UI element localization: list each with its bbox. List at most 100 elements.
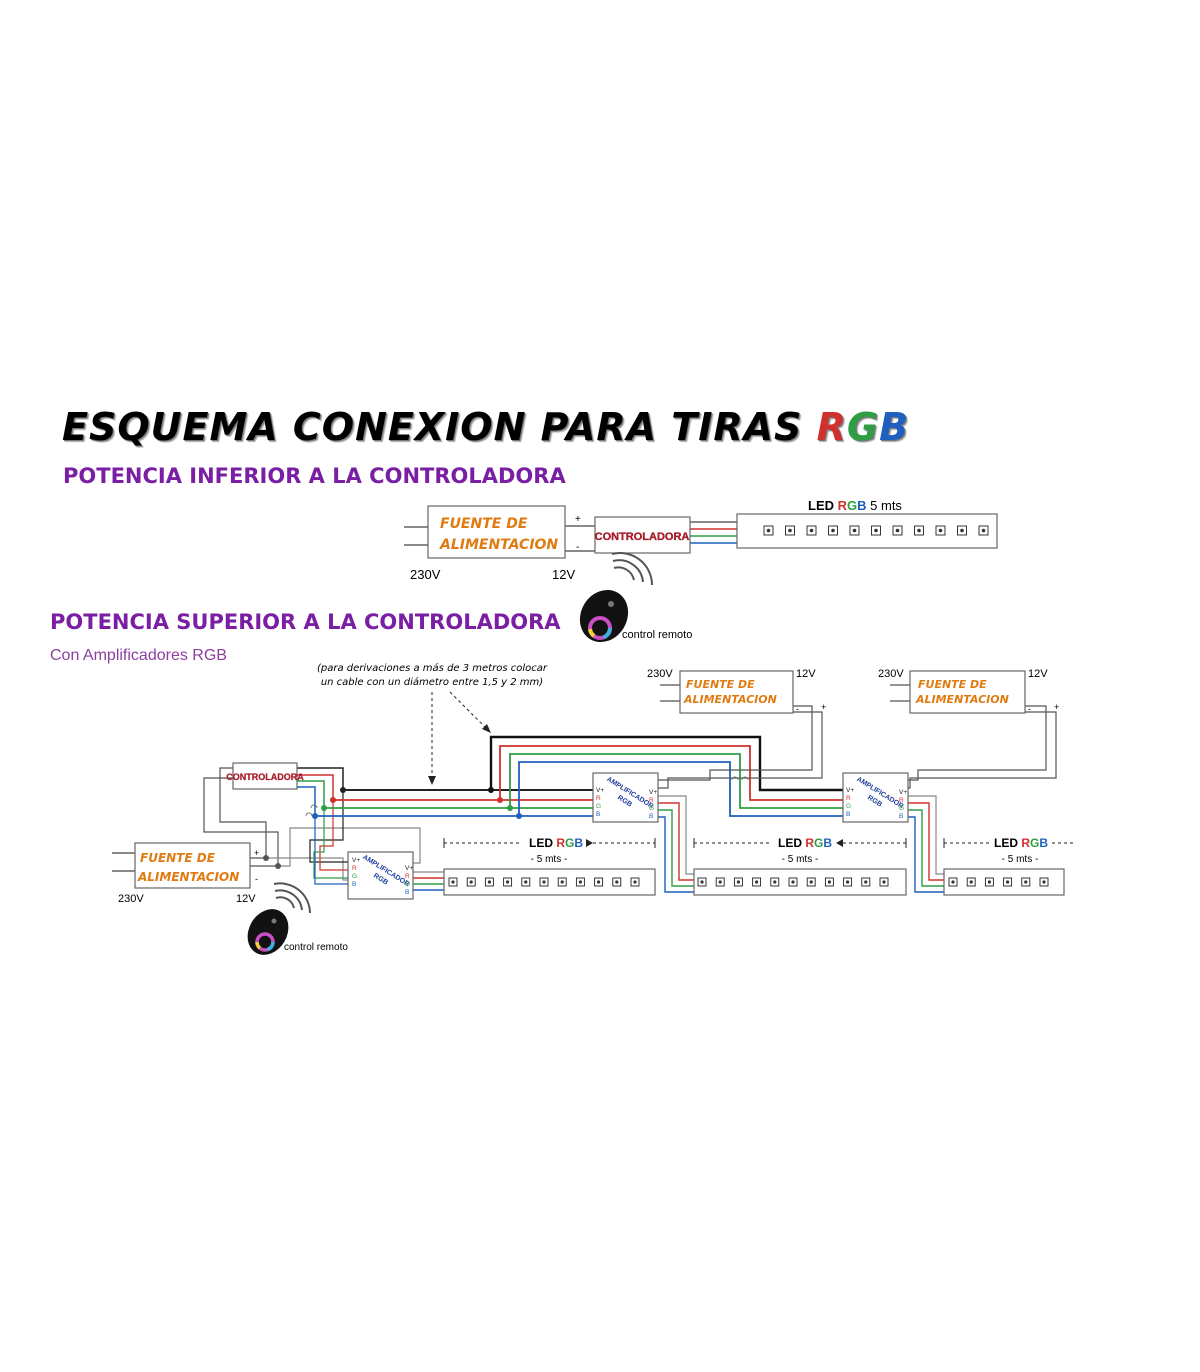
led-dot [788,528,792,533]
led-dot [736,880,741,884]
remote-control [579,551,653,643]
amplifier-terminal-label: R [405,873,410,880]
amplifier-terminal-label: G [405,881,410,888]
led-strip-length: - 5 mts - [531,854,568,865]
led-dot [791,880,795,884]
amplifier-terminal-label: V+ [899,789,907,796]
power-supply-label: FUENTE DE [918,678,987,691]
controller-main: CONTROLADORA [226,762,304,790]
input-voltage-label: 230V [647,668,673,680]
led-dot [981,528,986,533]
led-dot [846,880,850,884]
led-dot [874,528,878,533]
led-dot [895,528,900,533]
amplifier-terminal-label: G [899,805,904,812]
led-dot [597,880,601,884]
signal-waves-icon [273,882,311,914]
led-dot [827,880,832,884]
led-dot [951,880,955,884]
amplifier-terminal-label: V+ [649,789,657,796]
plus-terminal: + [821,702,826,712]
plus-terminal: + [575,514,581,525]
power-supply-top: FUENTE DE ALIMENTACION [427,505,566,559]
minus-terminal: - [796,704,799,714]
led-strip-top [736,513,998,549]
led-strip-title: LED RGB [778,836,832,850]
led-dot [938,528,943,533]
amplifier-1: AMPLIFICADOR RGB [347,851,414,900]
amplifier-terminal-label: R [596,795,601,802]
amplifier-terminal-label: B [899,813,903,820]
led-dot [542,880,546,884]
minus-terminal: - [576,542,579,553]
output-voltage-label: 12V [1028,668,1048,680]
strip-length-ticks [443,838,945,848]
led-dot [969,880,973,884]
amplifier-terminal-label: R [352,865,357,872]
led-strip-2 [693,868,907,896]
led-strip-1 [443,868,656,896]
led-dot [578,880,583,884]
controller-top: CONTROLADORA [594,516,691,554]
led-dot [506,880,510,884]
amplifier-terminal-label: V+ [405,865,413,872]
plus-terminal: + [254,848,259,858]
signal-waves-icon [611,551,653,586]
note-arrows [431,691,489,780]
amplifier-terminal-label: B [649,813,653,820]
junction-dots [263,787,522,869]
strip-length-arrowheads [586,839,843,847]
amplifier-terminal-label: V+ [352,857,360,864]
power-supply-label: ALIMENTACION [683,693,777,706]
led-dot [766,528,771,533]
led-dot [773,880,777,884]
section-title-inferior: POTENCIA INFERIOR A LA CONTROLADORA [63,464,566,488]
led-dot [987,880,992,884]
led-dot [633,880,637,884]
amplifier-terminal-label: V+ [596,787,604,794]
power-supply-amp2: FUENTE DE ALIMENTACION [679,670,794,714]
led-dot [615,880,619,884]
controller-label: CONTROLADORA [226,772,304,782]
minus-terminal: - [255,874,258,884]
led-dot [831,528,835,533]
minus-terminal: - [1028,704,1031,714]
remote-control [247,882,311,955]
power-supply-amp3: FUENTE DE ALIMENTACION [909,670,1026,714]
schematic-inferior [404,521,737,552]
remote-control-label: control remoto [284,942,348,953]
amplifier-terminal-label: G [649,805,654,812]
controller-label: CONTROLADORA [595,531,690,543]
amplifier-terminal-label: G [596,803,601,810]
input-voltage-label: 230V [410,567,441,582]
amplifier-terminal-label: R [649,797,654,804]
power-supply-label: ALIMENTACION [439,537,558,553]
led-dot [809,880,813,884]
led-dot [469,880,473,884]
led-dot [700,880,704,884]
led-strip-length: - 5 mts - [782,854,819,865]
led-dot [451,880,455,884]
plus-terminal: + [1054,702,1059,712]
led-dot [864,880,868,884]
led-strip-title: LED RGB [529,836,583,850]
schematic-superior [112,684,1057,893]
page-title: ESQUEMA CONEXION PARA TIRAS RGB [62,405,910,449]
led-dot [917,528,921,533]
led-dot [560,880,564,884]
led-dot [809,528,814,533]
led-strip-title: LED RGB [994,836,1048,850]
led-dot [524,880,528,884]
power-supply-main: FUENTE DE ALIMENTACION [134,842,251,889]
led-strip-3 [943,868,1065,896]
led-dot [1006,880,1010,884]
input-voltage-label: 230V [118,893,144,905]
led-dot [882,880,886,884]
amplifier-terminal-label: G [846,803,851,810]
output-voltage-label: 12V [552,567,575,582]
power-supply-label: ALIMENTACION [137,870,239,884]
amplifier-terminal-label: B [846,811,850,818]
amplifier-terminal-label: R [899,797,904,804]
